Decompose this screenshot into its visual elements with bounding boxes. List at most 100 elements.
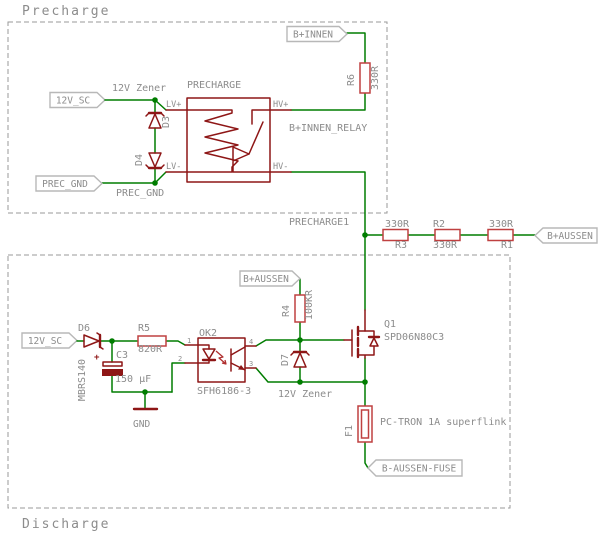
diode-d6: D6 MBRS140	[77, 323, 104, 401]
d3-triangle	[148, 113, 162, 129]
net-flag-b-aussen-discharge: B+AUSSEN	[239, 270, 302, 287]
relay-contact-blade	[248, 121, 264, 155]
ok2-body	[197, 337, 246, 383]
ok2-collector	[230, 346, 246, 356]
d4-name: D4	[134, 154, 145, 166]
diode-d3: D3	[145, 111, 172, 129]
net-flag-shape	[35, 175, 104, 192]
r5-value: 820R	[138, 344, 163, 355]
net-flag-b-innen: B+INNEN	[286, 25, 349, 43]
discharge-section-frame	[7, 254, 511, 509]
junction	[362, 379, 368, 385]
fuse-f1: F1	[344, 405, 373, 443]
r5-body	[137, 335, 167, 347]
relay-body	[186, 97, 271, 183]
r4-value: 100KR	[304, 289, 315, 320]
gnd-label: GND	[133, 419, 150, 430]
diode-d4: D4	[134, 152, 165, 170]
c3-polarity: +	[94, 353, 100, 363]
r1-name: R1	[501, 240, 513, 251]
r3-value: 330R	[385, 219, 410, 230]
gnd-symbol: GND	[132, 407, 159, 430]
q1-source-rail	[357, 345, 375, 359]
d6-value: MBRS140	[77, 359, 88, 401]
d7-name: D7	[280, 354, 291, 366]
junction	[297, 379, 303, 385]
note-b-innen-relay: B+INNEN_RELAY	[289, 123, 367, 134]
wire	[290, 92, 366, 111]
ok2-name: OK2	[199, 328, 217, 339]
net-flag-label: 12V_SC	[56, 96, 90, 107]
net-flag-shape	[286, 25, 349, 43]
d6-triangle	[83, 334, 100, 348]
wire	[171, 362, 186, 393]
net-flag-shape	[49, 91, 107, 109]
c3-value: 150 µF	[115, 374, 151, 385]
r1-body	[487, 228, 514, 242]
r2-value: 330R	[433, 240, 458, 251]
junction	[142, 389, 148, 395]
precharge-section: 12V_SC 12V Zener D3 D4	[35, 25, 381, 311]
f1-body-inner	[360, 409, 370, 439]
d4-triangle	[148, 152, 162, 168]
r2-name: R2	[433, 219, 445, 230]
note-pc-tron-fuse: PC-TRON 1A superflink	[380, 417, 506, 428]
r4-name: R4	[281, 305, 292, 317]
d3-name: D3	[161, 116, 172, 128]
r6-name: R6	[346, 74, 357, 86]
q1-name: Q1	[384, 319, 396, 330]
diode-d7: D7	[280, 350, 310, 368]
resistor-r3: 330R R3	[382, 219, 410, 251]
c3-name: C3	[116, 350, 128, 361]
net-flag-label: B+INNEN	[293, 30, 333, 41]
ok2-value: SFH6186-3	[197, 386, 251, 397]
net-flag-label: PREC_GND	[42, 179, 88, 190]
mosfet-q1: Q1 SPD06N80C3	[343, 309, 444, 359]
relay-contact-common	[232, 161, 271, 173]
r4-body	[294, 294, 306, 323]
r1-value: 330R	[489, 219, 514, 230]
junction	[152, 97, 158, 103]
d7-triangle	[293, 352, 307, 368]
ok2-pin3: 3	[249, 360, 253, 368]
d7-zener-wings	[290, 351, 310, 356]
relay-pin-lv-minus: LV-	[166, 162, 181, 172]
note-12v-zener-discharge: 12V Zener	[278, 389, 332, 400]
resistor-r4: R4 100KR	[281, 289, 315, 323]
relay-precharge: PRECHARGE LV+ LV- HV+ HV-	[165, 80, 292, 183]
ok2-emitter-arrow	[238, 365, 245, 370]
r5-name: R5	[138, 323, 150, 334]
net-name-precharge1: PRECHARGE1	[289, 217, 349, 228]
net-flag-label: 12V_SC	[28, 336, 62, 347]
net-flag-12v-sc-precharge: 12V_SC	[49, 91, 107, 109]
d6-schottky-hooks	[96, 332, 104, 350]
wire	[255, 367, 301, 383]
relay-contact-fixed	[251, 109, 271, 125]
relay-actuator-arrow	[232, 146, 250, 162]
d3-zener-wings	[145, 112, 165, 117]
ok2-light-bolt	[215, 350, 227, 365]
net-flag-shape	[239, 270, 302, 287]
r3-body	[382, 228, 409, 242]
f1-name: F1	[344, 425, 355, 437]
r6-value: 330R	[370, 65, 381, 90]
net-flag-12v-sc-discharge: 12V_SC	[21, 332, 79, 349]
resistor-r2: R2 330R	[433, 219, 461, 251]
wire	[165, 340, 186, 346]
precharge-section-frame	[7, 21, 388, 214]
net-flag-label: B+AUSSEN	[243, 274, 289, 285]
relay-pin-lv-plus: LV+	[166, 100, 181, 110]
note-12v-zener-precharge: 12V Zener	[112, 83, 166, 94]
relay-pin-hv-minus: HV-	[273, 162, 288, 172]
optocoupler-ok2: OK2 SFH6186-3 1 2 4 3	[178, 328, 257, 397]
discharge-section: 12V_SC D6 MBRS140	[21, 270, 506, 477]
precharge-section-title: Precharge	[22, 4, 110, 19]
ok2-pin2: 2	[178, 355, 182, 363]
net-flag-shape	[533, 227, 598, 244]
discharge-section-title: Discharge	[22, 517, 110, 532]
net-flag-shape	[21, 332, 79, 349]
net-flag-b-aussen-chain: B+AUSSEN	[533, 227, 598, 244]
wire	[111, 375, 173, 393]
